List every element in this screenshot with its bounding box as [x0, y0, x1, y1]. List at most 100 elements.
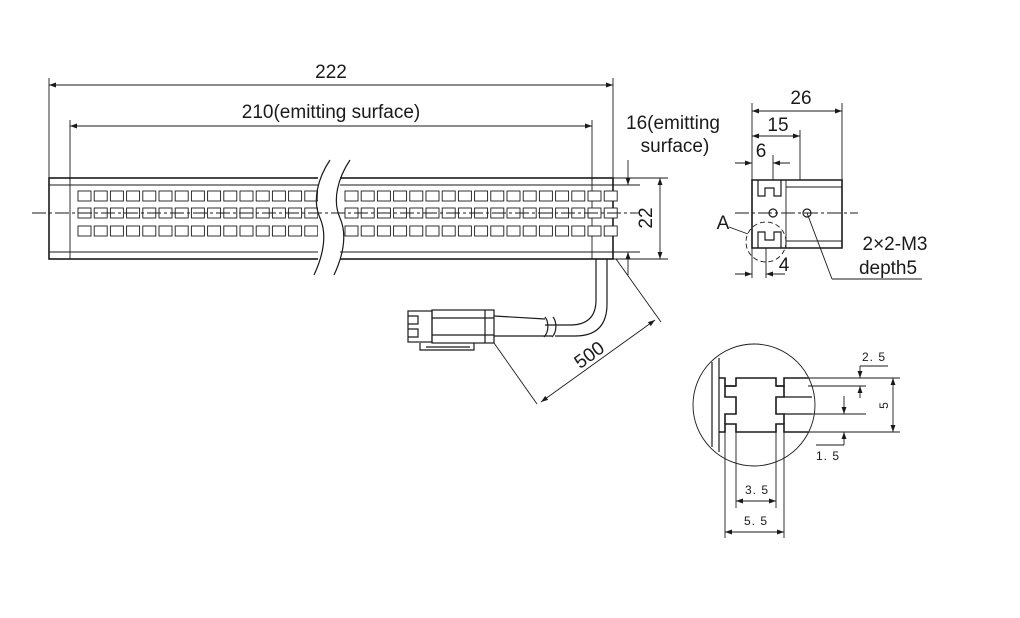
led-chip — [603, 225, 618, 237]
led-chip — [506, 225, 521, 237]
dim-2-5-label: 2. 5 — [862, 350, 886, 364]
detail-view: 2. 5 5 1. 5 3. 5 5. 5 — [692, 343, 900, 538]
led-chip — [409, 225, 424, 237]
cable-length-dimension — [540, 319, 656, 403]
dim-1-5-label: 1. 5 — [816, 449, 840, 463]
led-chip — [360, 225, 375, 237]
led-chip — [288, 190, 303, 202]
overall-length-label: 222 — [315, 62, 347, 83]
depth-label: 26 — [790, 88, 811, 109]
led-chip — [271, 225, 286, 237]
emitting-width-label-line1: 16(emitting — [626, 113, 720, 134]
led-chip — [441, 190, 456, 202]
dim-15-label: 15 — [767, 115, 788, 136]
dim-5-5-label: 5. 5 — [744, 514, 768, 528]
led-chip — [587, 225, 602, 237]
screw-leader — [806, 212, 833, 280]
led-chip — [271, 190, 286, 202]
led-chip — [158, 225, 173, 237]
led-chip — [174, 225, 189, 237]
emitting-length-label: 210(emitting surface) — [242, 102, 420, 123]
front-view: 222 210(emitting surface) 16(emitting su… — [32, 62, 720, 405]
led-chip — [376, 225, 391, 237]
detail-leader — [728, 226, 749, 235]
led-chip — [109, 190, 124, 202]
led-chip — [142, 190, 157, 202]
led-chip — [457, 225, 472, 237]
screw-label-line2: depth5 — [859, 258, 917, 279]
bottom-slot — [757, 231, 782, 248]
led-chip — [344, 190, 359, 202]
led-chip — [522, 190, 537, 202]
led-chip — [474, 225, 489, 237]
led-chip — [174, 190, 189, 202]
led-chip — [93, 225, 108, 237]
led-chip — [441, 225, 456, 237]
detail-circle-a — [745, 221, 787, 263]
led-chip — [239, 190, 254, 202]
cable-wire — [493, 315, 546, 320]
led-chip — [158, 190, 173, 202]
led-chip — [425, 225, 440, 237]
led-chip — [506, 190, 521, 202]
led-chip — [409, 190, 424, 202]
side-profile — [751, 179, 843, 249]
detail-boundary — [692, 343, 816, 467]
led-chip — [288, 225, 303, 237]
break-line-right — [333, 159, 351, 276]
led-array — [77, 190, 618, 237]
extension-line — [615, 258, 662, 323]
led-chip — [142, 225, 157, 237]
led-chip — [538, 190, 553, 202]
connector — [407, 309, 495, 351]
break-line-left — [313, 159, 331, 276]
led-chip — [425, 190, 440, 202]
cable-outer — [545, 259, 597, 326]
led-chip — [344, 225, 359, 237]
led-chip — [571, 190, 586, 202]
led-chip — [490, 190, 505, 202]
led-chip — [304, 190, 319, 202]
led-chip — [555, 225, 570, 237]
led-chip — [360, 190, 375, 202]
led-chip — [207, 225, 222, 237]
led-chip — [223, 225, 238, 237]
led-chip — [555, 190, 570, 202]
height-label: 22 — [636, 207, 657, 228]
connector-latch — [419, 343, 475, 351]
led-chip — [603, 190, 618, 202]
led-chip — [255, 225, 270, 237]
led-chip — [304, 225, 319, 237]
led-chip — [126, 190, 141, 202]
top-slot — [757, 180, 782, 197]
led-chip — [522, 225, 537, 237]
led-chip — [393, 225, 408, 237]
led-chip — [239, 225, 254, 237]
emitting-width-label-line2: surface) — [641, 136, 710, 157]
cable-break — [551, 316, 557, 338]
led-chip — [376, 190, 391, 202]
led-chip — [93, 190, 108, 202]
led-chip — [207, 190, 222, 202]
led-chip — [587, 190, 602, 202]
led-chip — [571, 225, 586, 237]
led-chip — [393, 190, 408, 202]
led-chip — [538, 225, 553, 237]
led-chip — [255, 190, 270, 202]
dim-6-label: 6 — [756, 141, 767, 162]
led-chip — [190, 225, 205, 237]
led-chip — [126, 225, 141, 237]
led-chip — [490, 225, 505, 237]
side-view: 26 15 6 A 4 2×2-M3 depth5 — [717, 88, 928, 280]
led-chip — [474, 190, 489, 202]
led-chip — [77, 190, 92, 202]
led-chip — [223, 190, 238, 202]
dim-5-label: 5 — [877, 401, 891, 409]
screw-label-line1: 2×2-M3 — [863, 234, 928, 255]
extension-line — [493, 342, 538, 405]
dim-4-label: 4 — [779, 255, 790, 276]
slot-profile-bottom — [719, 423, 808, 433]
led-chip — [109, 225, 124, 237]
cable-break — [543, 316, 549, 338]
slot-profile-top — [719, 377, 808, 387]
